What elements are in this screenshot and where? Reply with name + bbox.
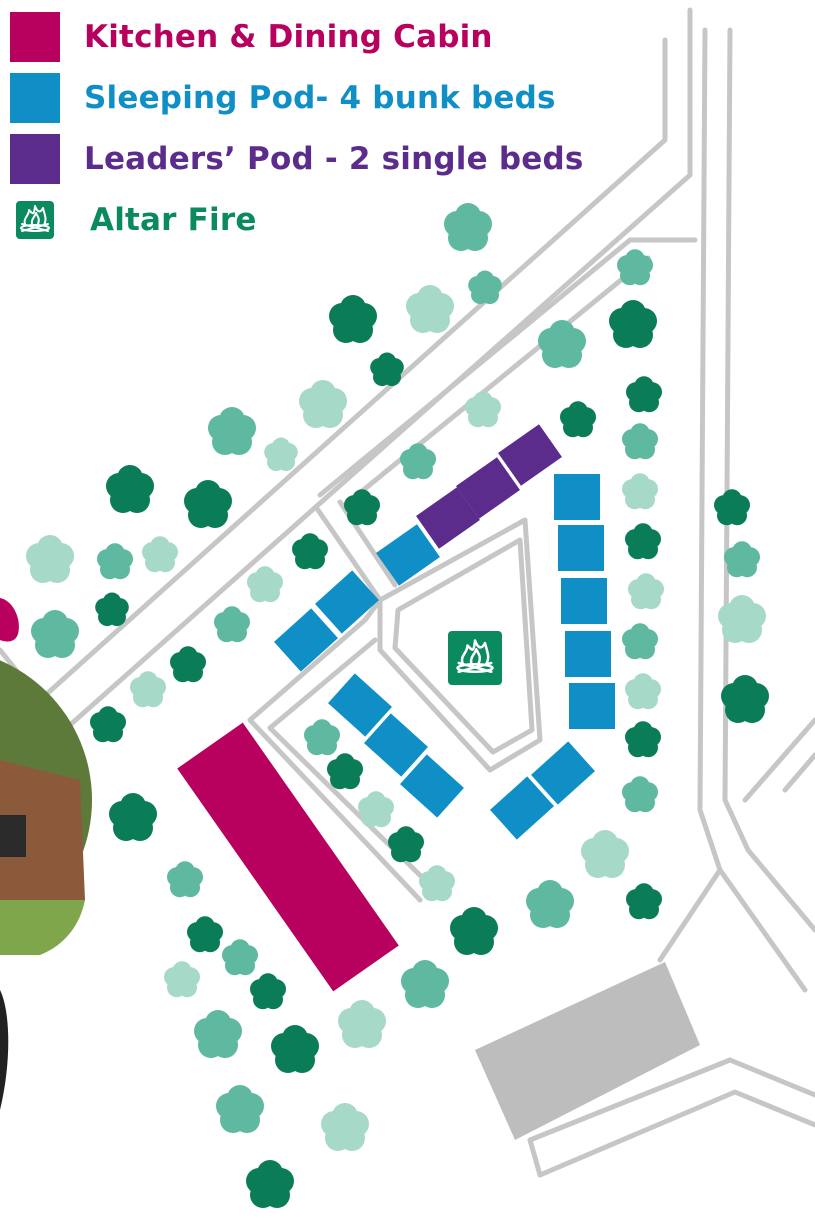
- legend-label-leaders: Leaders’ Pod - 2 single beds: [84, 140, 584, 177]
- leaders-swatch: [10, 133, 60, 184]
- sleeping-pods: [274, 474, 615, 840]
- legend-label-fire: Altar Fire: [90, 201, 257, 238]
- sleeping-pod: [554, 474, 600, 520]
- sleeping-pod: [558, 525, 604, 571]
- legend-label-kitchen: Kitchen & Dining Cabin: [84, 18, 493, 55]
- legend-item-leaders: Leaders’ Pod - 2 single beds: [10, 128, 583, 189]
- sleeping-pod: [328, 673, 392, 737]
- leaders-pod: [416, 487, 480, 549]
- sleeping-pod: [376, 524, 440, 586]
- kitchen-swatch: [10, 11, 60, 62]
- legend-item-fire: Altar Fire: [10, 189, 583, 250]
- sleeping-pod: [561, 578, 607, 624]
- parking-area: [475, 962, 700, 1140]
- legend-item-sleeping: Sleeping Pod- 4 bunk beds: [10, 67, 583, 128]
- sleeping-pod: [364, 713, 428, 777]
- legend: Kitchen & Dining Cabin Sleeping Pod- 4 b…: [10, 6, 583, 250]
- campfire-icon: [16, 200, 54, 239]
- leaders-pod: [456, 457, 520, 519]
- sleeping-swatch: [10, 72, 60, 123]
- leaders-pod: [498, 424, 562, 486]
- sleeping-pod: [274, 608, 338, 672]
- photo-fragments: [0, 598, 92, 1110]
- leaders-pods: [416, 424, 562, 549]
- sleeping-pod: [315, 570, 379, 634]
- altar-fire: [448, 631, 502, 685]
- legend-item-kitchen: Kitchen & Dining Cabin: [10, 6, 583, 67]
- sleeping-pod: [400, 754, 464, 818]
- sleeping-pod: [565, 631, 611, 677]
- sleeping-pod: [569, 683, 615, 729]
- sleeping-pod: [531, 741, 595, 805]
- sleeping-pod: [490, 776, 554, 840]
- kitchen-dining-cabin: [177, 722, 399, 992]
- legend-label-sleeping: Sleeping Pod- 4 bunk beds: [84, 79, 556, 116]
